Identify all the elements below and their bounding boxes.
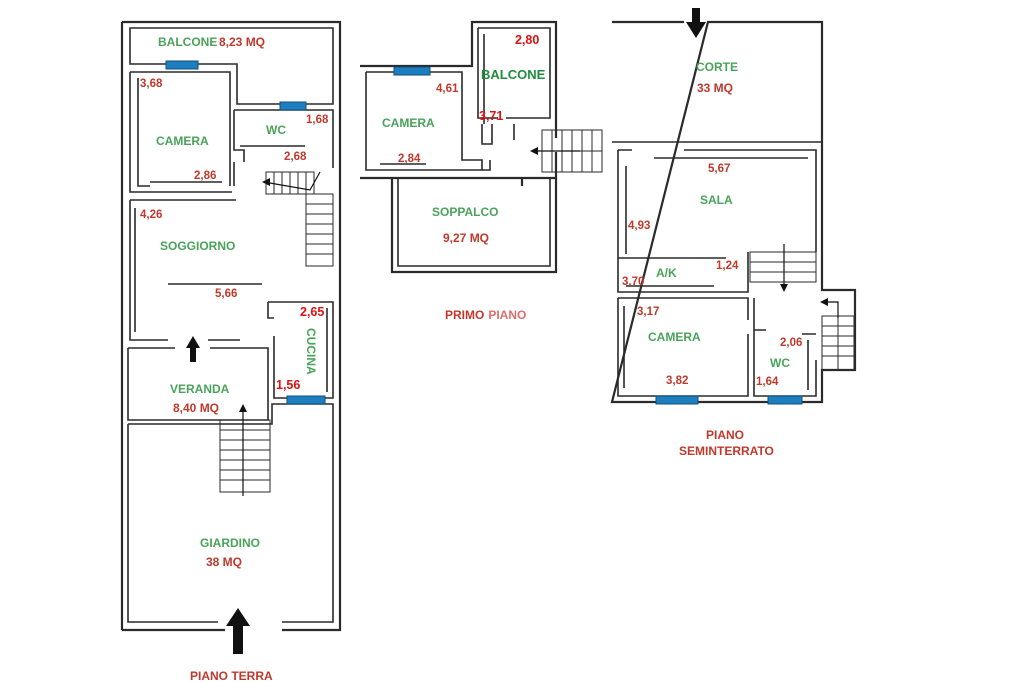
room-balcone-terra: BALCONE (158, 35, 217, 49)
corte-entrance-arrow-icon (686, 8, 706, 38)
room-soppalco: SOPPALCO (432, 205, 498, 219)
stairs-terra-upper (262, 171, 334, 267)
dim-soggiorno-h: 4,26 (140, 209, 162, 221)
window-balcone (165, 60, 199, 70)
window-camera-primo (393, 66, 431, 76)
dim-balcone-h-primo: 3,71 (479, 109, 503, 123)
dim-camera-h-seminterrato: 3,17 (637, 306, 659, 318)
dim-wc-w-terra: 2,68 (284, 151, 307, 163)
room-camera-primo: CAMERA (382, 116, 435, 130)
plan-primo-piano: 2,80 BALCONE 4,61 3,71 CAMERA 2,84 SOPPA… (360, 20, 603, 322)
dim-ak-w: 1,24 (716, 260, 739, 272)
dim-wc-h-seminterrato: 2,06 (780, 337, 802, 349)
dim-wc-h-terra: 1,68 (306, 114, 329, 126)
room-veranda: VERANDA (170, 382, 230, 396)
veranda-arrow-icon (186, 336, 200, 362)
room-corte: CORTE (696, 60, 738, 74)
room-ak: A/K (656, 266, 677, 280)
dim-ak-h: 3,70 (622, 276, 644, 288)
window-wc-seminterrato (767, 395, 803, 405)
stairs-terra-garden (219, 404, 271, 496)
area-veranda: 8,40 MQ (173, 401, 219, 415)
room-cucina: CUCINA (304, 328, 318, 375)
room-sala: SALA (700, 193, 733, 207)
stairs-primo (530, 129, 603, 173)
room-wc-terra: WC (266, 123, 286, 137)
stairs-seminterrato-internal (749, 244, 817, 292)
outer-wall-primo (360, 20, 558, 274)
room-wc-seminterrato: WC (770, 356, 790, 370)
room-balcone-primo: BALCONE (481, 67, 546, 82)
entrance-arrow-icon (226, 608, 250, 654)
area-balcone-terra: 8,23 MQ (219, 35, 265, 49)
outer-wall-terra (120, 20, 342, 632)
dim-balcone-w-primo: 2,80 (515, 33, 539, 47)
dim-cucina-h: 2,65 (300, 305, 324, 319)
wall-cucina (267, 301, 334, 399)
room-camera-seminterrato: CAMERA (648, 330, 701, 344)
dim-camera-h-terra: 3,68 (140, 78, 163, 90)
dim-wc-w-seminterrato: 1,64 (756, 376, 779, 388)
dim-soggiorno-w: 5,66 (215, 288, 237, 300)
stairs-seminterrato-external (820, 298, 855, 371)
dim-camera-h-primo: 4,61 (436, 83, 459, 95)
dim-camera-w-seminterrato: 3,82 (666, 375, 688, 387)
dim-camera-w-primo: 2,84 (398, 153, 421, 165)
dim-sala-w: 5,67 (708, 163, 730, 175)
wall-balcone (129, 27, 334, 105)
area-soppalco: 9,27 MQ (443, 231, 489, 245)
dim-sala-h: 4,93 (628, 220, 650, 232)
wall-giardino (127, 403, 334, 623)
plan-piano-terra: BALCONE 8,23 MQ 3,68 CAMERA 2,86 WC 1,68… (120, 20, 342, 682)
window-cucina (286, 395, 326, 405)
caption-piano-terra: PIANO TERRA (190, 669, 273, 682)
wall-wc (233, 109, 334, 186)
area-giardino: 38 MQ (206, 555, 242, 569)
plan-piano-seminterrato: CORTE 33 MQ 5,67 SALA 4,93 1,24 A/K 3,70… (610, 8, 857, 458)
window-wc (279, 101, 307, 111)
room-camera-terra: CAMERA (156, 134, 209, 148)
window-camera-seminterrato (655, 395, 699, 405)
wall-soggiorno (129, 199, 240, 341)
room-soggiorno: SOGGIORNO (160, 239, 235, 253)
wall-camera (129, 71, 232, 193)
caption-piano-seminterrato-1: PIANO (706, 428, 744, 442)
dim-camera-w-terra: 2,86 (194, 170, 216, 182)
dim-cucina-w: 1,56 (276, 378, 300, 392)
area-corte: 33 MQ (697, 81, 733, 95)
room-giardino: GIARDINO (200, 536, 260, 550)
caption-piano-seminterrato-2: SEMINTERRATO (679, 444, 774, 458)
outer-wall-seminterrato (610, 20, 857, 404)
